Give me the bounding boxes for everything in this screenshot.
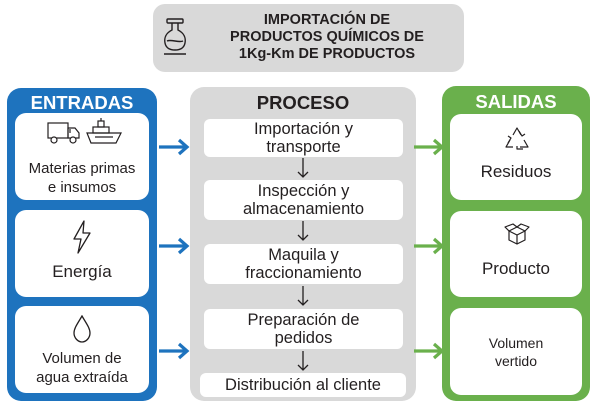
flask-icon (164, 18, 186, 55)
title: IMPORTACIÓN DE PRODUCTOS QUÍMICOS DE 1Kg… (193, 12, 461, 63)
output-arrow-icon (414, 138, 445, 156)
down-arrow-icon (297, 286, 309, 306)
proceso-step-4: Preparación de pedidos (204, 309, 403, 349)
title-box: IMPORTACIÓN DE PRODUCTOS QUÍMICOS DE 1Kg… (153, 4, 464, 72)
salidas-column: SALIDAS Residuos Producto (442, 86, 590, 401)
down-arrow-icon (297, 351, 309, 371)
entrada-agua-label-1: Volumen de (42, 350, 122, 367)
title-line-2: PRODUCTOS QUÍMICOS DE (230, 29, 424, 45)
title-line-3: 1Kg-Km DE PRODUCTOS (238, 46, 416, 62)
entrada-materias-label-1: Materias primas (28, 160, 136, 177)
salida-producto: Producto (450, 211, 582, 297)
title-line-1: IMPORTACIÓN DE (263, 12, 391, 28)
lightning-icon (73, 220, 91, 254)
proceso-step-5: Distribución al cliente (200, 373, 406, 397)
entrada-energia-label: Energía (52, 262, 112, 281)
output-arrow-icon (414, 237, 445, 255)
input-arrow-icon (159, 237, 190, 255)
down-arrow-icon (297, 221, 309, 241)
entradas-column: ENTRADAS Materias primas e insumos (7, 88, 157, 401)
proceso-step-2-label-2: almacenamiento (242, 200, 365, 218)
proceso-header: PROCESO (256, 92, 350, 113)
salida-residuos-label: Residuos (480, 162, 552, 181)
recycle-icon (505, 127, 529, 150)
down-arrow-icon (297, 158, 309, 178)
salida-volumen: Volumen vertido (450, 308, 582, 395)
entrada-materias-label-2: e insumos (47, 179, 117, 196)
ship-icon (86, 118, 122, 144)
salida-volumen-label-2: vertido (494, 353, 538, 369)
proceso-step-4-label-2: pedidos (274, 329, 333, 347)
input-arrow-icon (159, 138, 190, 156)
salida-volumen-label-1: Volumen (488, 335, 544, 351)
proceso-step-3-label-1: Maquila y (268, 246, 339, 264)
entrada-agua: Volumen de agua extraída (15, 306, 149, 393)
proceso-step-3-label-2: fraccionamiento (245, 264, 362, 282)
salida-residuos: Residuos (450, 114, 582, 200)
salida-producto-label: Producto (481, 259, 551, 278)
proceso-step-2: Inspección y almacenamiento (204, 180, 403, 220)
entrada-materias-primas: Materias primas e insumos (15, 113, 149, 200)
entrada-energia: Energía (15, 210, 149, 297)
proceso-step-5-label: Distribución al cliente (225, 376, 381, 394)
box-icon (504, 223, 530, 245)
proceso-step-3: Maquila y fraccionamiento (204, 244, 403, 284)
entrada-agua-label-2: agua extraída (36, 369, 128, 386)
proceso-step-1-label-1: Importación y (253, 120, 354, 138)
input-arrow-icon (159, 342, 190, 360)
proceso-step-4-label-1: Preparación de (247, 311, 360, 329)
truck-icon (47, 122, 80, 144)
salidas-header: SALIDAS (475, 91, 557, 112)
output-arrow-icon (414, 342, 445, 360)
proceso-step-1: Importación y transporte (204, 119, 403, 157)
entradas-header: ENTRADAS (30, 92, 134, 113)
proceso-step-2-label-1: Inspección y (257, 182, 350, 200)
water-drop-icon (73, 315, 91, 343)
proceso-column: PROCESO Importación y transporte Inspecc… (190, 87, 416, 401)
proceso-step-1-label-2: transporte (266, 138, 341, 156)
